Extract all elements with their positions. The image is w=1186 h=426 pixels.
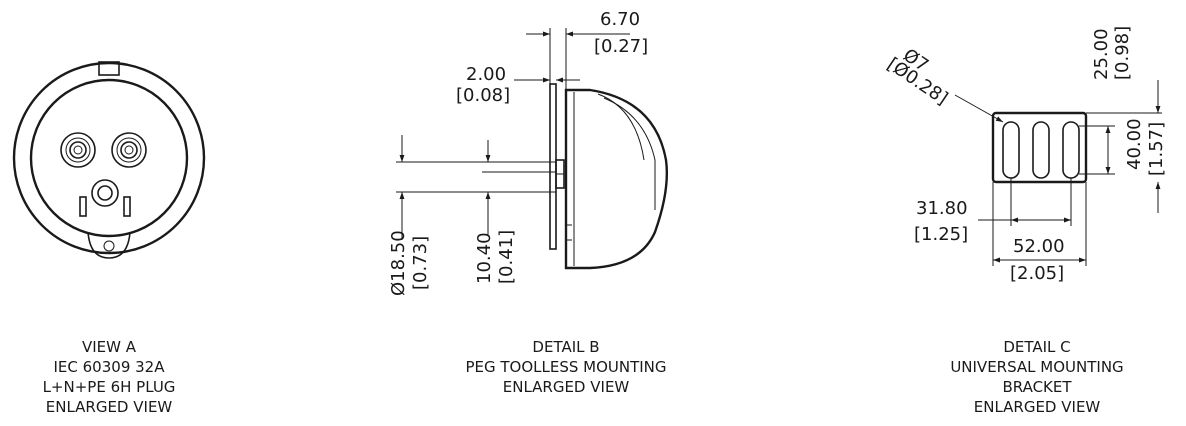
dim-2-05: [2.05]: [1010, 263, 1064, 284]
dim-0-08: [0.08]: [456, 85, 510, 106]
dim-0-27: [0.27]: [594, 36, 648, 57]
dim-1-25: [1.25]: [914, 224, 968, 245]
slot-left: [79, 196, 87, 217]
dim-6-70: 6.70: [600, 9, 640, 30]
view-a-plug-drawing: [12, 61, 206, 259]
detail-b-caption: DETAIL B PEG TOOLLESS MOUNTING ENLARGED …: [465, 338, 666, 396]
dim-10-40: 10.40: [474, 232, 495, 284]
pin-left-icon: [60, 132, 96, 168]
plug-key-dot: [103, 240, 115, 252]
dim-1-57: [1.57]: [1146, 122, 1167, 176]
detail-c-caption-line-3: BRACKET: [1002, 378, 1072, 396]
view-a-caption-line-4: ENLARGED VIEW: [46, 398, 173, 416]
bracket-slot-1: [1002, 121, 1020, 179]
detail-c-caption-line-4: ENLARGED VIEW: [974, 398, 1101, 416]
dim-2-00: 2.00: [466, 64, 506, 85]
view-a-caption-line-3: L+N+PE 6H PLUG: [43, 378, 176, 396]
detail-b-caption-line-2: PEG TOOLLESS MOUNTING: [465, 358, 666, 376]
detail-b-caption-line-1: DETAIL B: [532, 338, 599, 356]
bracket-body: [991, 111, 1088, 184]
dome-body: [564, 88, 669, 270]
detail-b-caption-line-3: ENLARGED VIEW: [503, 378, 630, 396]
pin-right-icon: [111, 132, 147, 168]
bracket-slot-3: [1062, 121, 1080, 179]
dim-31-80: 31.80: [916, 198, 968, 219]
detail-c-caption: DETAIL C UNIVERSAL MOUNTING BRACKET ENLA…: [950, 338, 1123, 416]
detail-b-drawing: 6.70 [0.27] 2.00 [0.08] Ø18.50 [0.73] 10…: [388, 9, 669, 296]
dim-25-00: 25.00: [1091, 28, 1112, 80]
detail-c-caption-line-2: UNIVERSAL MOUNTING: [950, 358, 1123, 376]
dim-40-00: 40.00: [1124, 118, 1145, 170]
detail-c-caption-line-1: DETAIL C: [1003, 338, 1070, 356]
dim-diameter-18-50: Ø18.50: [388, 230, 409, 296]
bracket-slot-2: [1032, 121, 1050, 179]
mounting-plate: [549, 83, 557, 250]
plug-keyway-notch: [87, 231, 131, 259]
dim-0-73: [0.73]: [410, 236, 431, 290]
view-a-caption-line-2: IEC 60309 32A: [54, 358, 166, 376]
dim-52-00: 52.00: [1013, 236, 1065, 257]
dim-0-98: [0.98]: [1112, 26, 1133, 80]
slot-right: [123, 196, 131, 217]
plug-inner-ring: [29, 78, 189, 238]
view-a-caption-line-1: VIEW A: [82, 338, 137, 356]
pin-earth-icon: [91, 179, 119, 207]
view-a-caption: VIEW A IEC 60309 32A L+N+PE 6H PLUG ENLA…: [43, 338, 176, 416]
detail-c-drawing: Ø7 [Ø0.28] 25.00 [0.98] 40.00 [1.57] 31.…: [883, 26, 1167, 284]
plug-outer-ring: [12, 61, 206, 255]
dim-0-41: [0.41]: [496, 230, 517, 284]
